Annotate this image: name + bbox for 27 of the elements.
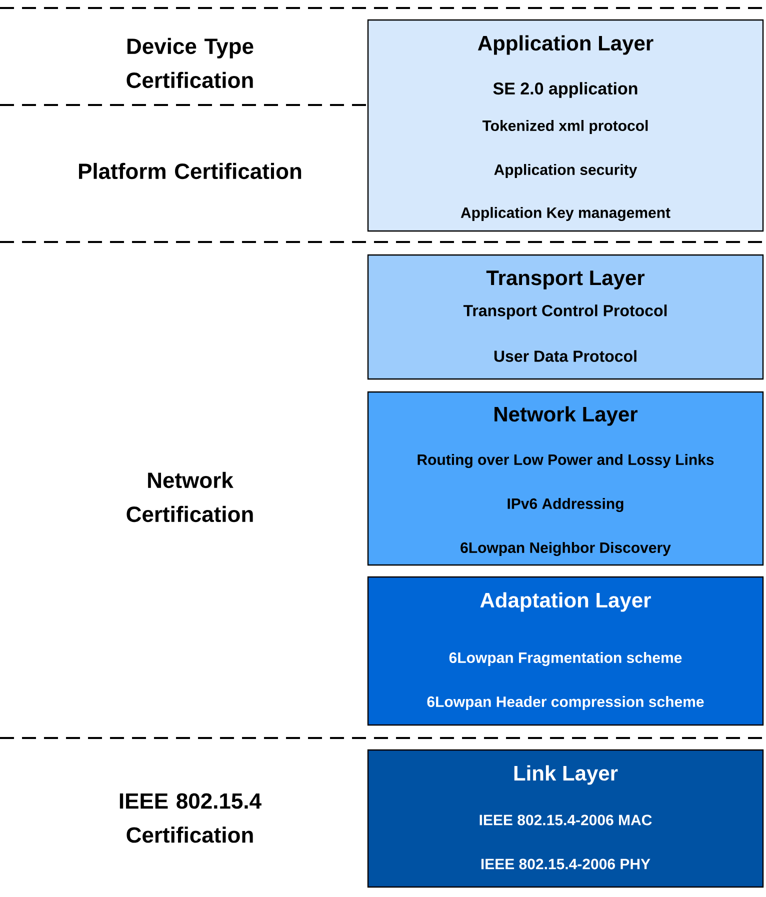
protocol-text: Tokenized xml protocol (482, 120, 648, 134)
protocol-text: IPv6 Addressing (508, 498, 624, 512)
protocol-text: 6Lowpan Fragmentation scheme (449, 652, 682, 666)
protocol-text: SE 2.0 application (493, 82, 638, 98)
protocol-text: 6Lowpan Header compression scheme (427, 696, 704, 710)
layer-box (367, 254, 764, 380)
layer-box (367, 391, 764, 566)
layer-title: Transport Layer (486, 270, 645, 290)
protocol-text: Application security (494, 164, 638, 178)
layer-title: Adaptation Layer (480, 592, 651, 612)
certification-label: Platform Certification (79, 162, 302, 180)
protocol-text: IEEE 802.15.4-2006 MAC (480, 814, 652, 826)
certification-label: Network Certification (126, 472, 253, 522)
certification-label: Device Type Certification (126, 38, 254, 88)
certification-label: IEEE 802.15.4 Certification (120, 793, 262, 843)
layer-title: Application Layer (478, 35, 654, 55)
protocol-text: 6Lowpan Neighbor Discovery (460, 542, 671, 556)
layer-title: Network Layer (494, 406, 638, 426)
layer-box (367, 576, 764, 726)
protocol-text: Transport Control Protocol (463, 304, 667, 320)
protocol-text: User Data Protocol (494, 350, 636, 362)
layer-box (367, 749, 764, 888)
layer-box (367, 19, 764, 232)
layer-title: Link Layer (514, 765, 618, 785)
protocol-text: IEEE 802.15.4-2006 PHY (481, 858, 650, 870)
protocol-text: Application Key management (460, 206, 670, 222)
protocol-text: Routing over Low Power and Lossy Links (418, 454, 714, 468)
